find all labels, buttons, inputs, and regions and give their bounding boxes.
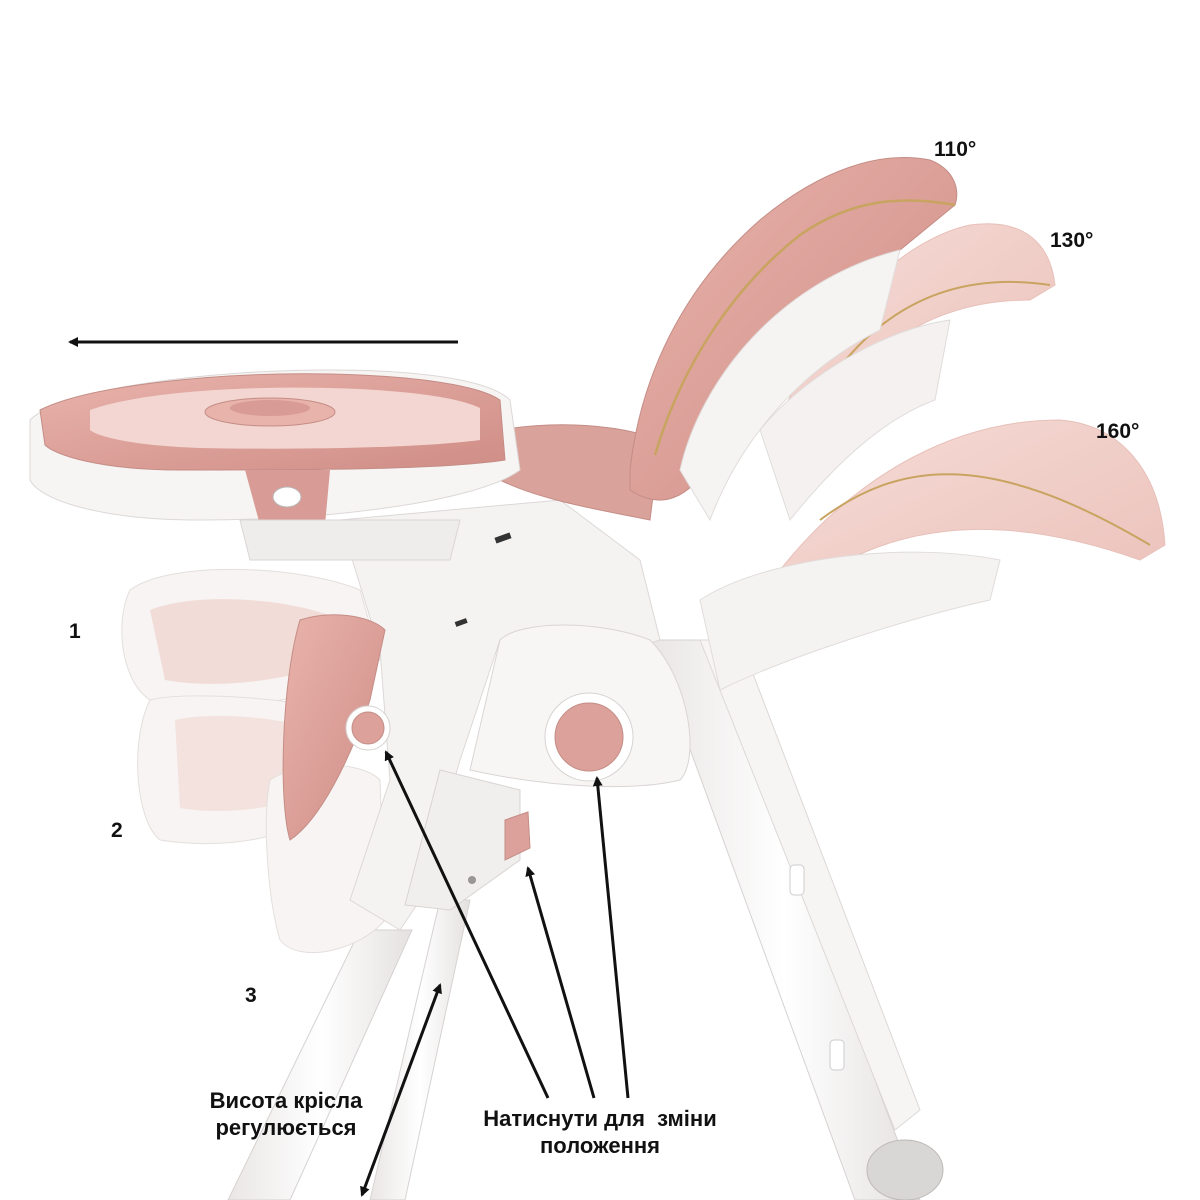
angle-label-130: 130° xyxy=(1050,229,1094,252)
press-caption-line2: положення xyxy=(540,1133,660,1158)
height-lever xyxy=(504,811,531,861)
chair-main-frame xyxy=(339,499,691,931)
tray-position-1: 1 xyxy=(69,620,81,643)
backrest-130-position xyxy=(759,223,1056,522)
wheel xyxy=(866,1139,944,1200)
pointer-arrow-lever xyxy=(525,866,596,1099)
tray-position-2: 2 xyxy=(111,819,123,842)
chair-legs xyxy=(227,639,944,1200)
adjustment-knobs xyxy=(345,692,634,861)
backrest-160-position xyxy=(699,419,1166,691)
press-caption: Натиснути для зміни положення xyxy=(455,1105,745,1159)
angle-label-110: 110° xyxy=(934,138,977,161)
height-caption-line2: регулюється xyxy=(215,1115,357,1140)
height-caption: Висота крісла регулюється xyxy=(186,1087,386,1141)
press-caption-line1: Натиснути для зміни xyxy=(483,1106,717,1131)
height-caption-line1: Висота крісла xyxy=(209,1088,363,1113)
seat-cushion xyxy=(282,424,661,841)
angle-label-160: 160° xyxy=(1096,420,1140,443)
annotation-arrows xyxy=(68,337,630,1197)
tray-release-button xyxy=(272,486,302,508)
pointer-arrow-recline-knob xyxy=(592,776,630,1099)
pointer-arrow-tray-knob xyxy=(384,750,550,1099)
tray-position-3: 3 xyxy=(245,984,257,1007)
height-arrow xyxy=(360,983,442,1197)
backrest-110-position xyxy=(629,157,958,522)
feeding-tray xyxy=(29,369,521,561)
